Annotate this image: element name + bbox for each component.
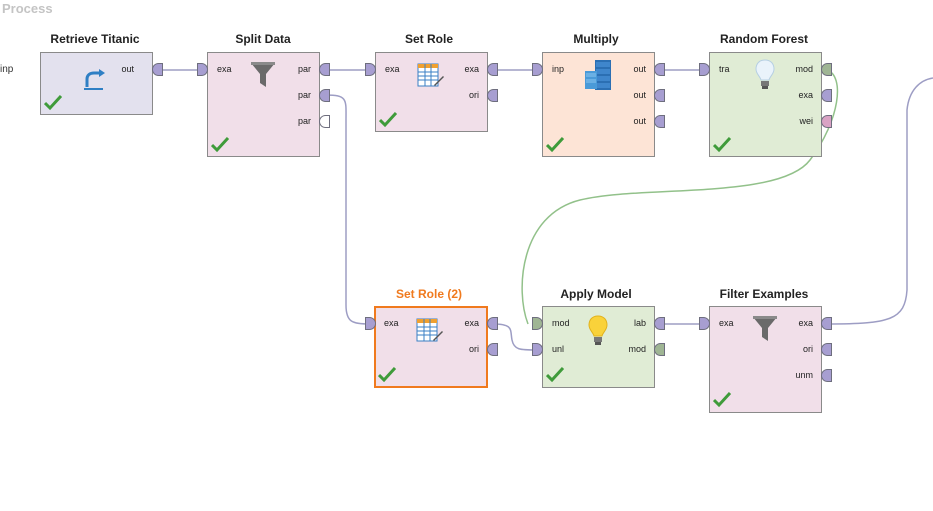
input-port-mod[interactable]: [532, 317, 543, 330]
port-label-out: out: [121, 64, 134, 74]
wire-split-to-setrole2: [325, 94, 371, 325]
process-title: Process: [2, 1, 53, 16]
operator-multiply[interactable]: inp out out out: [542, 52, 655, 157]
port-label-out: out: [633, 116, 646, 126]
output-port-exa[interactable]: [821, 317, 832, 330]
output-port-par-3[interactable]: [319, 115, 330, 128]
input-port-unl[interactable]: [532, 343, 543, 356]
retrieve-arrow-icon: [84, 69, 105, 90]
port-label-mod: mod: [795, 64, 813, 74]
output-port-out[interactable]: [152, 63, 163, 76]
input-port-exa[interactable]: [365, 63, 376, 76]
operator-title-multiply: Multiply: [573, 32, 619, 46]
output-port-exa[interactable]: [821, 89, 832, 102]
set-role-table-icon: [417, 63, 444, 87]
process-input-port-label: inp: [0, 64, 14, 75]
port-label-ori: ori: [802, 344, 813, 354]
input-port-exa[interactable]: [699, 317, 710, 330]
port-label-inp: inp: [552, 64, 565, 74]
operator-apply-model[interactable]: mod unl lab mod: [542, 306, 655, 388]
output-port-out-1[interactable]: [654, 63, 665, 76]
port-label-exa: exa: [384, 318, 399, 328]
output-port-ori[interactable]: [487, 343, 498, 356]
port-label-unl: unl: [552, 344, 565, 354]
output-port-par-1[interactable]: [319, 63, 330, 76]
port-label-exa: exa: [798, 318, 813, 328]
lightbulb-icon: [755, 59, 775, 89]
status-check-icon: [546, 367, 564, 383]
operator-title-retrieve-titanic: Retrieve Titanic: [50, 32, 140, 46]
port-label-mod: mod: [552, 318, 570, 328]
output-port-wei[interactable]: [821, 115, 832, 128]
input-port-exa[interactable]: [365, 317, 376, 330]
input-port-exa[interactable]: [197, 63, 208, 76]
status-check-icon: [713, 392, 731, 408]
port-label-exa: exa: [798, 90, 813, 100]
operator-random-forest[interactable]: tra mod exa wei: [709, 52, 822, 157]
operator-set-role-2[interactable]: exa exa ori: [374, 306, 488, 388]
output-port-out-2[interactable]: [654, 89, 665, 102]
operator-set-role[interactable]: exa exa ori: [375, 52, 488, 132]
status-check-icon: [546, 137, 564, 153]
output-port-exa[interactable]: [487, 63, 498, 76]
set-role-table-icon: [416, 318, 443, 342]
port-label-exa: exa: [464, 64, 479, 74]
status-check-icon: [211, 137, 229, 153]
operator-title-split-data: Split Data: [235, 32, 291, 46]
output-port-mod[interactable]: [654, 343, 665, 356]
port-label-ori: ori: [468, 90, 479, 100]
filter-funnel-icon: [251, 62, 275, 87]
port-label-out: out: [633, 90, 646, 100]
operator-title-apply-model: Apply Model: [560, 287, 632, 301]
port-label-unm: unm: [795, 370, 813, 380]
status-check-icon: [44, 95, 62, 111]
output-port-par-2[interactable]: [319, 89, 330, 102]
multiply-icon: [585, 60, 611, 90]
operator-retrieve-titanic[interactable]: out: [40, 52, 153, 115]
port-label-wei: wei: [799, 116, 813, 126]
port-label-mod: mod: [628, 344, 646, 354]
lightbulb-icon: [588, 315, 608, 345]
port-label-out: out: [633, 64, 646, 74]
port-label-exa: exa: [385, 64, 400, 74]
wire-filter-to-output: [826, 77, 933, 325]
input-port-inp[interactable]: [532, 63, 543, 76]
input-port-tra[interactable]: [699, 63, 710, 76]
filter-funnel-icon: [753, 316, 777, 341]
wire-setrole2-to-applymodel: [492, 323, 538, 351]
port-label-exa: exa: [464, 318, 479, 328]
port-label-ori: ori: [468, 344, 479, 354]
status-check-icon: [379, 112, 397, 128]
output-port-ori[interactable]: [821, 343, 832, 356]
status-check-icon: [713, 137, 731, 153]
output-port-lab[interactable]: [654, 317, 665, 330]
operator-title-random-forest: Random Forest: [719, 32, 808, 46]
operator-title-filter-examples: Filter Examples: [719, 287, 809, 301]
port-label-tra: tra: [719, 64, 730, 74]
output-port-ori[interactable]: [487, 89, 498, 102]
wire-forest-model-to-applymodel: [521, 69, 839, 325]
port-label-par: par: [297, 116, 311, 126]
operator-title-set-role: Set Role: [404, 32, 453, 46]
operator-filter-examples[interactable]: exa exa ori unm: [709, 306, 822, 413]
operator-title-set-role-2: Set Role (2): [395, 287, 462, 301]
status-check-icon: [378, 367, 396, 383]
port-label-exa: exa: [217, 64, 232, 74]
port-label-par: par: [297, 64, 311, 74]
output-port-out-3[interactable]: [654, 115, 665, 128]
port-label-par: par: [297, 90, 311, 100]
output-port-unm[interactable]: [821, 369, 832, 382]
output-port-mod[interactable]: [821, 63, 832, 76]
output-port-exa[interactable]: [487, 317, 498, 330]
operator-split-data[interactable]: exa par par par: [207, 52, 320, 157]
port-label-exa: exa: [719, 318, 734, 328]
port-label-lab: lab: [633, 318, 646, 328]
